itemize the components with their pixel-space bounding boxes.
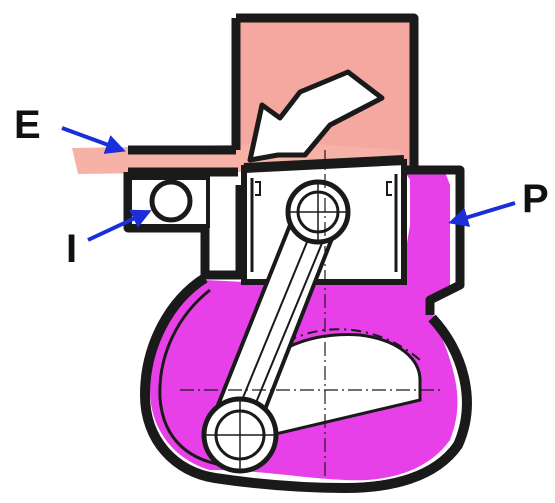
wrist-pin: [288, 182, 348, 242]
exhaust-label-arrow: [62, 128, 122, 150]
label-intake: I: [66, 227, 77, 271]
intake-valve: [152, 182, 190, 220]
label-transfer: P: [522, 177, 549, 221]
transfer-passage: [405, 172, 450, 305]
crank-pin: [204, 399, 276, 471]
label-exhaust: E: [14, 103, 41, 147]
